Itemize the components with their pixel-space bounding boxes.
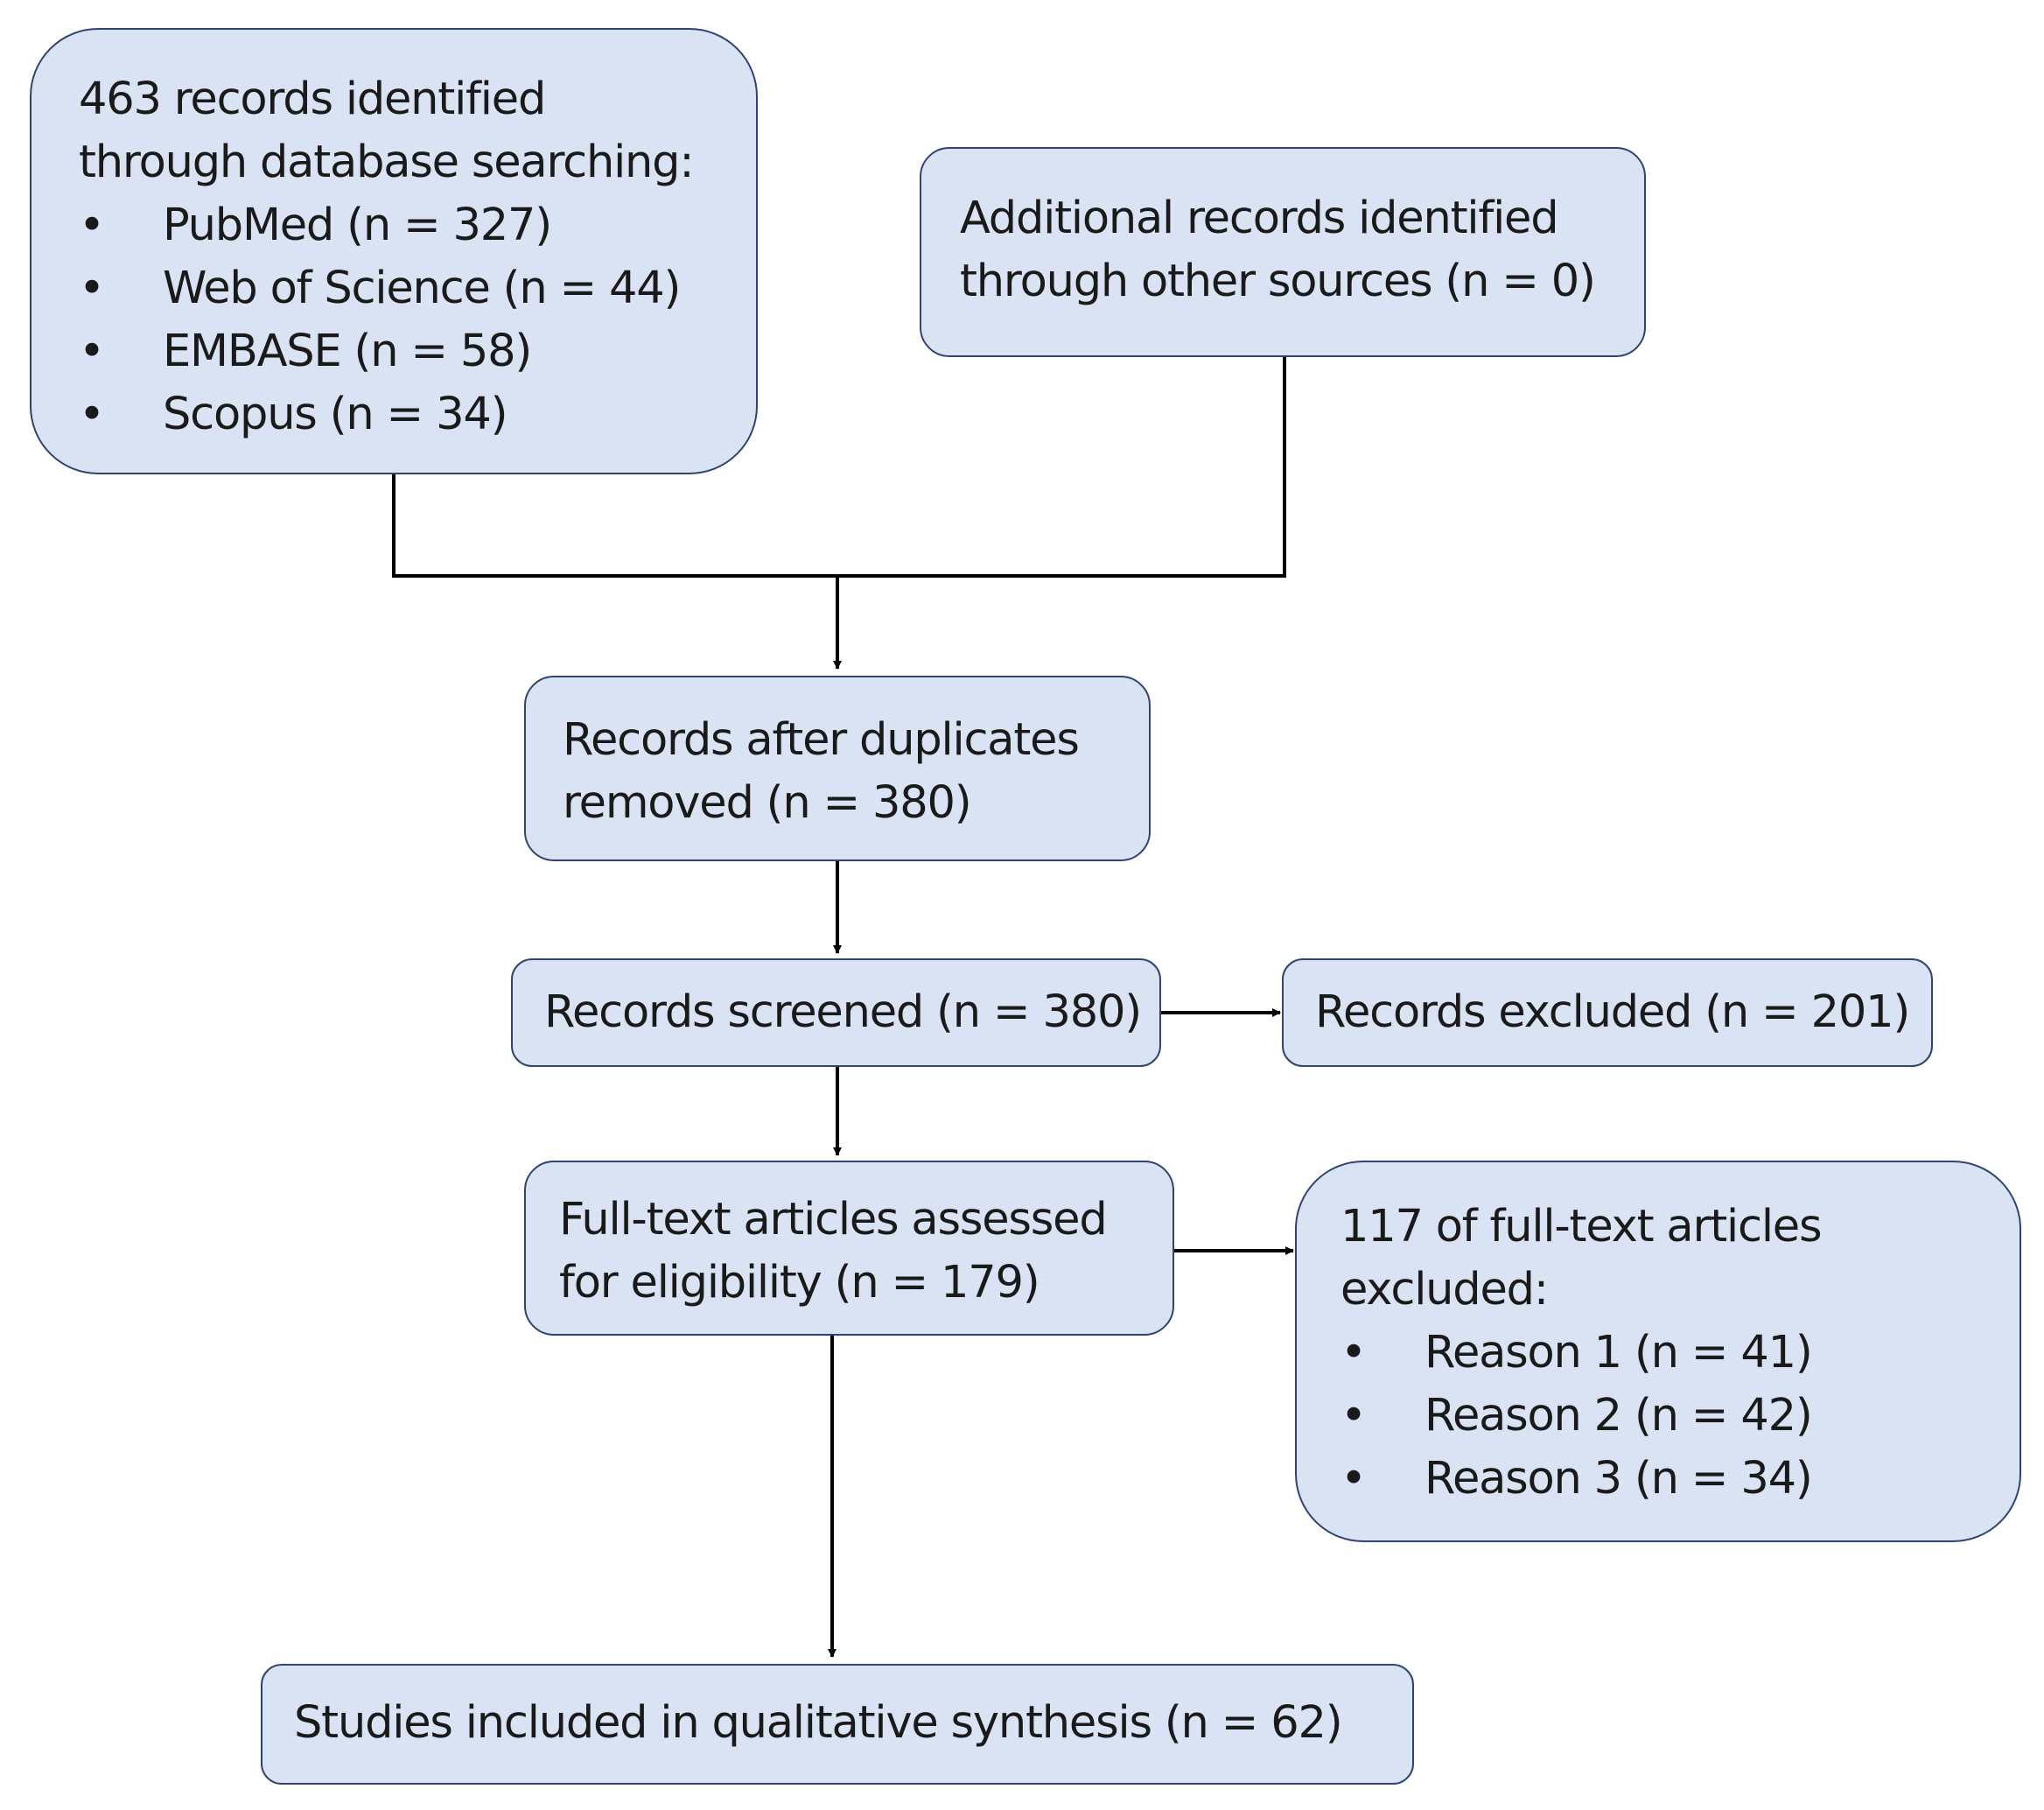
full-text-assessed-box: Full-text articles assessed for eligibil…	[524, 1161, 1174, 1336]
source-scopus: Scopus (n = 34)	[79, 383, 756, 446]
after-duplicates-line-2: removed (n = 380)	[563, 777, 972, 829]
database-search-title-line-1: 463 records identified	[79, 74, 546, 125]
exclusion-reason-2: Reason 2 (n = 42)	[1340, 1385, 2020, 1448]
exclusion-reason-list: Reason 1 (n = 41) Reason 2 (n = 42) Reas…	[1340, 1322, 2020, 1511]
studies-included-label: Studies included in qualitative synthesi…	[294, 1697, 1343, 1749]
records-screened-label: Records screened (n = 380)	[544, 986, 1142, 1038]
source-embase: EMBASE (n = 58)	[79, 320, 756, 383]
full-text-excluded-line-1: 117 of full-text articles	[1340, 1201, 1823, 1252]
database-search-box: 463 records identified through database …	[30, 28, 758, 474]
other-sources-line-2: through other sources (n = 0)	[960, 256, 1596, 307]
source-web-of-science: Web of Science (n = 44)	[79, 257, 756, 320]
database-source-list: PubMed (n = 327) Web of Science (n = 44)…	[79, 194, 756, 446]
records-screened-box: Records screened (n = 380)	[511, 958, 1161, 1067]
records-excluded-label: Records excluded (n = 201)	[1315, 986, 1910, 1038]
after-duplicates-box: Records after duplicates removed (n = 38…	[524, 676, 1151, 861]
exclusion-reason-3: Reason 3 (n = 34)	[1340, 1448, 2020, 1511]
full-text-excluded-line-2: excluded:	[1340, 1264, 1549, 1315]
after-duplicates-line-1: Records after duplicates	[563, 714, 1080, 766]
studies-included-box: Studies included in qualitative synthesi…	[261, 1664, 1414, 1785]
database-search-title-line-2: through database searching:	[79, 137, 695, 188]
other-sources-line-1: Additional records identified	[960, 193, 1559, 244]
exclusion-reason-1: Reason 1 (n = 41)	[1340, 1322, 2020, 1385]
full-text-assessed-line-2: for eligibility (n = 179)	[559, 1257, 1040, 1308]
full-text-assessed-line-1: Full-text articles assessed	[559, 1194, 1108, 1245]
full-text-excluded-box: 117 of full-text articles excluded: Reas…	[1295, 1161, 2021, 1542]
other-sources-box: Additional records identified through ot…	[920, 147, 1646, 357]
source-pubmed: PubMed (n = 327)	[79, 194, 756, 257]
records-excluded-box: Records excluded (n = 201)	[1282, 958, 1933, 1067]
